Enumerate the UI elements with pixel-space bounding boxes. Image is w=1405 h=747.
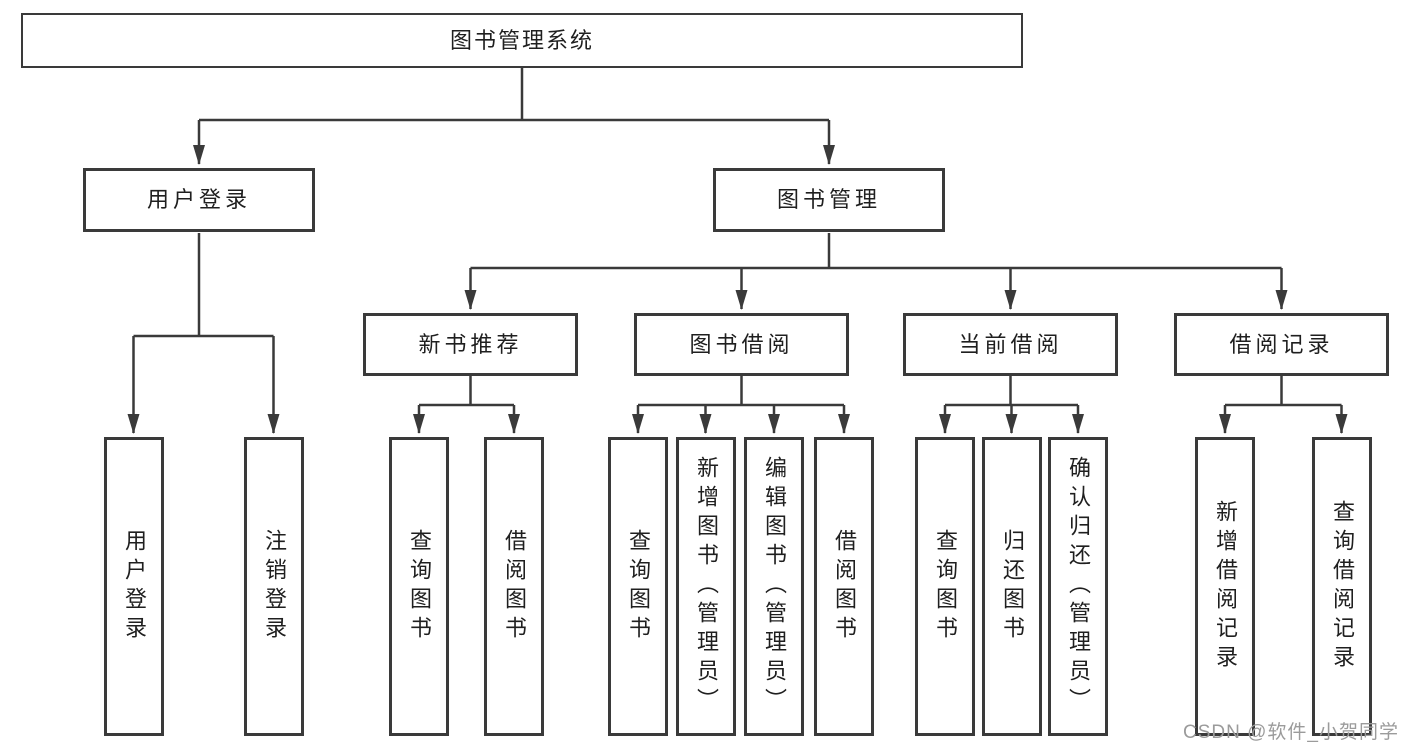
leaf-borrow-add-book-admin: 新增图书（管理员） (676, 437, 736, 736)
leaf-recommend-borrow-book: 借阅图书 (484, 437, 544, 736)
node-book-management: 图书管理 (713, 168, 945, 232)
csdn-watermark: CSDN @软件_小贺同学 (1183, 722, 1399, 743)
leaf-borrow-edit-book-admin: 编辑图书（管理员） (744, 437, 804, 736)
node-user-login: 用户登录 (83, 168, 315, 232)
leaf-records-add-record: 新增借阅记录 (1195, 437, 1255, 736)
leaf-current-return-book: 归还图书 (982, 437, 1042, 736)
connector-lines (133, 68, 1342, 407)
leaf-current-confirm-return-admin: 确认归还（管理员） (1048, 437, 1108, 736)
leaf-borrow-borrow-book: 借阅图书 (814, 437, 874, 736)
node-book-borrow-label: 图书借阅 (689, 331, 794, 357)
node-borrow-records: 借阅记录 (1174, 313, 1389, 376)
node-borrow-records-label: 借阅记录 (1229, 331, 1334, 357)
leaf-user-login: 用户登录 (104, 437, 164, 736)
leaf-logout: 注销登录 (244, 437, 304, 736)
node-user-login-label: 用户登录 (146, 187, 251, 212)
leaf-borrow-query-book: 查询图书 (608, 437, 668, 736)
node-book-borrow: 图书借阅 (634, 313, 849, 376)
node-current-borrow: 当前借阅 (903, 313, 1118, 376)
node-root-label: 图书管理系统 (449, 27, 594, 53)
leaf-recommend-query-book: 查询图书 (389, 437, 449, 736)
leaf-records-query-record: 查询借阅记录 (1312, 437, 1372, 736)
leaf-current-query-book: 查询图书 (915, 437, 975, 736)
node-current-borrow-label: 当前借阅 (958, 331, 1063, 357)
node-root: 图书管理系统 (21, 13, 1023, 68)
node-new-book-recommend-label: 新书推荐 (418, 331, 523, 357)
node-book-management-label: 图书管理 (776, 187, 881, 212)
connector-arrows (127, 120, 1348, 434)
node-new-book-recommend: 新书推荐 (363, 313, 578, 376)
